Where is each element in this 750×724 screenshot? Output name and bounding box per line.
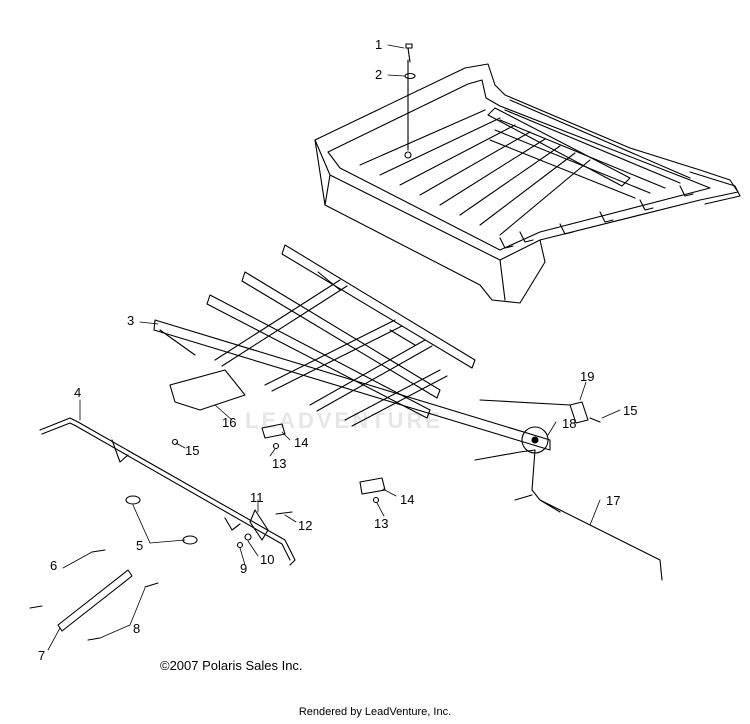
callout-10: 10: [260, 552, 274, 567]
screw-13-left: [272, 442, 280, 450]
copyright-text: ©2007 Polaris Sales Inc.: [160, 658, 303, 673]
callout-2: 2: [375, 67, 382, 82]
callout-3: 3: [127, 313, 134, 328]
callout-11: 11: [250, 490, 264, 505]
callout-13-right: 13: [374, 516, 388, 531]
callout-14-right: 14: [400, 492, 414, 507]
bushing-5a: [125, 495, 141, 505]
clip-8-top: [144, 582, 159, 588]
bolt-1: [405, 43, 413, 63]
callout-19: 19: [580, 369, 594, 384]
leader-lines: [47, 44, 621, 651]
callout-5: 5: [136, 538, 143, 553]
pin-6-top: [91, 549, 106, 553]
callout-15-left: 15: [185, 443, 199, 458]
frame-3: [153, 244, 551, 451]
cargo-box: [314, 59, 741, 304]
washer-10: [244, 533, 252, 541]
latch-11: [249, 509, 269, 541]
bracket-14-right: [359, 477, 386, 495]
rendered-by-text: Rendered by LeadVenture, Inc.: [298, 706, 452, 718]
light-18: [521, 426, 549, 454]
screw-15-right: [589, 417, 601, 423]
callout-13-left: 13: [272, 456, 286, 471]
callout-12: 12: [298, 518, 312, 533]
plate-16: [169, 369, 246, 411]
harness-17: [474, 449, 663, 581]
leader-19-line: [479, 399, 571, 406]
washer-2: [404, 72, 416, 80]
callout-14-left: 14: [294, 435, 308, 450]
grommet-19: [569, 401, 589, 424]
callout-18: 18: [562, 416, 576, 431]
callout-9: 9: [240, 561, 247, 576]
nut-9: [236, 541, 244, 549]
callout-16: 16: [222, 415, 236, 430]
rod-4: [39, 417, 296, 566]
callout-1: 1: [375, 37, 382, 52]
watermark-logo: LEADVENTURE: [245, 408, 444, 433]
callout-6: 6: [50, 558, 57, 573]
bracket-14-left: [261, 423, 286, 439]
pin-6-bottom: [29, 605, 43, 609]
callout-4: 4: [74, 385, 81, 400]
callout-15-right: 15: [623, 403, 637, 418]
callout-7: 7: [38, 648, 45, 663]
callout-17: 17: [606, 493, 620, 508]
screw-13-right: [372, 496, 380, 504]
screw-15-left: [171, 438, 179, 446]
bolt-12: [275, 511, 293, 515]
callout-8: 8: [133, 621, 140, 636]
clip-8-bottom: [87, 637, 101, 641]
gas-strut-7: [57, 569, 133, 632]
